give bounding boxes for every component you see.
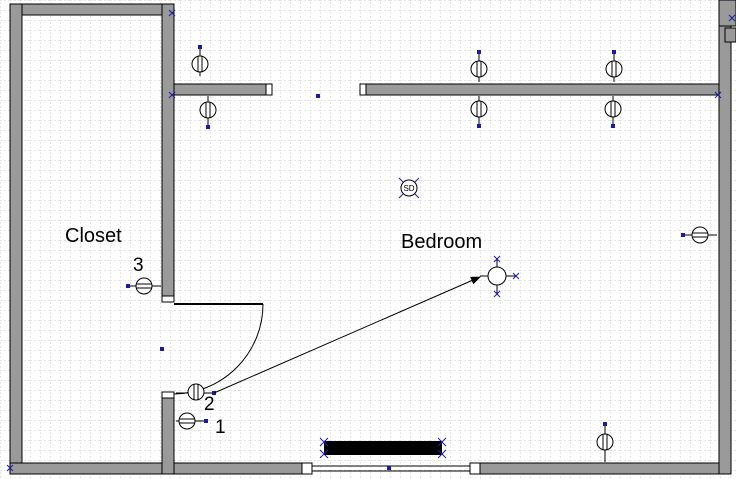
smoke-detector-label: SD [403,184,414,193]
light-switch-icon [135,277,153,295]
duplex-outlet-icon [596,433,614,451]
light-switch-icon [178,412,196,430]
smoke-detector-icon [400,179,418,197]
duplex-outlet-icon [191,55,209,73]
duplex-outlet-icon [691,226,709,244]
wall-partition-upper[interactable] [161,3,175,301]
wall-right-stub-top[interactable] [718,0,736,27]
smoke-detector[interactable]: SD [398,177,420,199]
window-frame-left [301,462,313,475]
jamb-top-right [359,83,367,96]
duplex-outlet-icon [470,100,488,118]
walls [9,0,736,475]
outlet-bedroom-2[interactable] [470,96,488,128]
baseboard-heater-icon[interactable] [319,437,447,459]
wall-closet-top[interactable] [9,3,175,16]
wall-closet-left[interactable] [9,3,23,475]
outlet-right-wall[interactable] [681,226,717,244]
device-number-3: 3 [133,255,144,276]
light-switch-icon [187,383,205,401]
outlet-top-3[interactable] [605,50,623,82]
switch-light-connection[interactable] [213,276,481,394]
outlet-bedroom-3[interactable] [604,96,622,128]
bottom-window[interactable] [301,462,481,475]
ceiling-light[interactable] [480,255,520,298]
outlet-top-1[interactable] [191,45,209,76]
jamb-door-top [161,295,175,303]
wall-bottom-right[interactable] [474,462,732,475]
outlet-top-2[interactable] [470,50,488,82]
switch-1[interactable] [176,412,208,430]
device-number-2: 2 [204,394,215,415]
wall-partition-lower[interactable] [161,395,175,475]
wall-bedroom-top-right[interactable] [361,83,732,96]
outlet-bedroom-1[interactable] [199,96,217,129]
bedroom-label: Bedroom [401,231,482,253]
duplex-outlet-icon [470,60,488,78]
wall-bottom-left[interactable] [9,462,308,475]
wall-bedroom-right[interactable] [718,0,732,475]
duplex-outlet-icon [199,101,217,119]
wall-right-stub[interactable] [724,27,736,43]
device-number-1: 1 [215,417,226,438]
window-frame-right [469,462,481,475]
ceiling-light-icon [487,266,507,286]
duplex-outlet-icon [604,100,622,118]
outlet-bottom-right[interactable] [596,422,614,462]
wall-bedroom-top-left[interactable] [173,83,271,96]
closet-label: Closet [65,225,122,247]
duplex-outlet-icon [605,60,623,78]
jamb-top-left [265,83,273,96]
jamb-door-bottom [161,391,175,399]
selection-markers [6,9,736,472]
opening-jambs [161,83,367,399]
closet-switch-3[interactable] [126,277,161,295]
